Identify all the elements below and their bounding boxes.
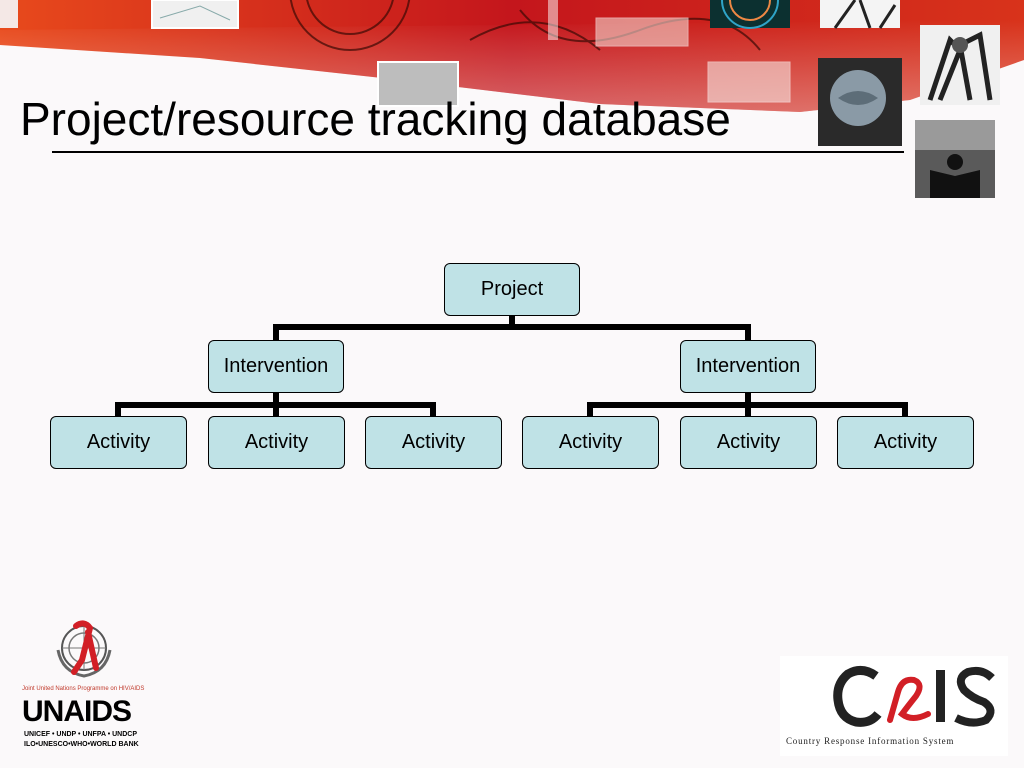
slide-title: Project/resource tracking database [20, 93, 731, 145]
cris-logo: Country Response Information System [780, 656, 1008, 756]
unaids-cosponsors-line1: UNICEF • UNDP • UNFPA • UNDCP [24, 731, 138, 738]
unaids-wordmark: UNAIDS [22, 695, 132, 728]
cris-subtitle: Country Response Information System [786, 736, 955, 746]
node-activity-1: Activity [50, 416, 187, 469]
node-intervention-right: Intervention [680, 340, 816, 393]
node-project: Project [444, 263, 580, 316]
unaids-logo: Joint United Nations Programme on HIV/AI… [16, 612, 152, 752]
node-activity-2: Activity [208, 416, 345, 469]
title-underline [52, 151, 904, 153]
cris-wordmark-icon [833, 666, 995, 727]
node-activity-4: Activity [522, 416, 659, 469]
unaids-cosponsors-line2: ILO•UNESCO•WHO•WORLD BANK [24, 741, 139, 748]
unaids-tagline: Joint United Nations Programme on HIV/AI… [22, 686, 145, 692]
node-activity-3: Activity [365, 416, 502, 469]
node-activity-5: Activity [680, 416, 817, 469]
node-activity-6: Activity [837, 416, 974, 469]
node-intervention-left: Intervention [208, 340, 344, 393]
un-emblem-icon [56, 620, 112, 678]
header-banner-graphic [0, 0, 1024, 198]
